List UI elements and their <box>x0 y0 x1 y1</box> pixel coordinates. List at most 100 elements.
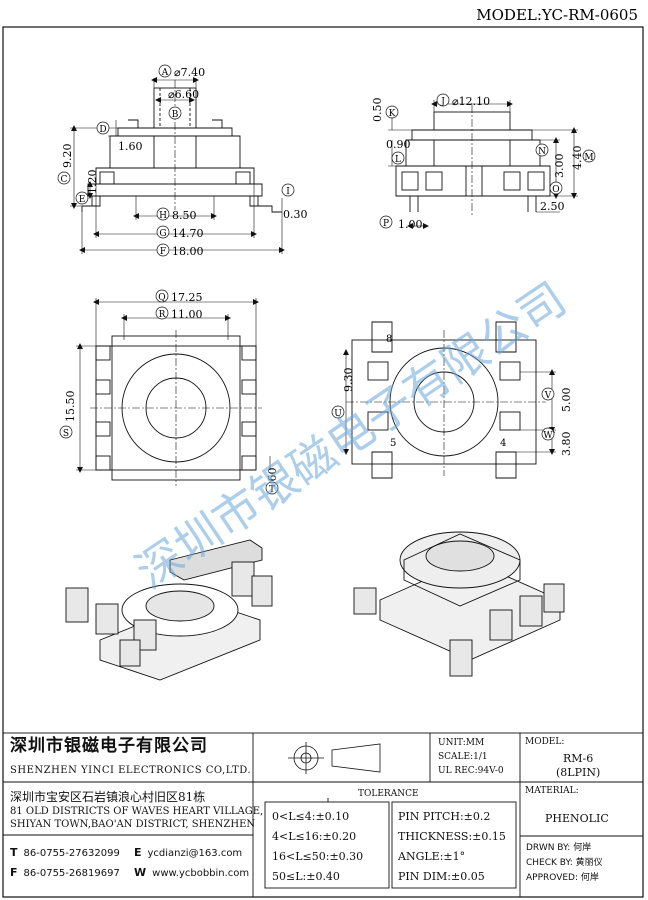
dim-h: H 8.50 <box>156 207 197 222</box>
email-label: E <box>134 846 142 859</box>
dim-m: 4.40 M <box>571 146 596 171</box>
plan-view-left <box>90 330 262 486</box>
tol-row-4: 50≤L:±0.40 <box>272 870 340 883</box>
side-view <box>395 105 551 215</box>
front-view-dimensions <box>70 77 285 254</box>
dim-t: 1.60 T <box>265 468 279 495</box>
dim-r: R 11.00 <box>155 306 203 321</box>
check-by: CHECK BY: 黄丽仪 <box>526 858 603 868</box>
title-block <box>2 732 644 898</box>
svg-text:0.90: 0.90 <box>386 138 411 151</box>
fax-label: F <box>10 866 18 879</box>
web-value: www.ycbobbin.com <box>152 868 250 879</box>
svg-text:N: N <box>538 147 546 157</box>
svg-text:O: O <box>552 185 559 195</box>
svg-text:F: F <box>160 247 166 257</box>
svg-text:9.20: 9.20 <box>61 144 74 169</box>
svg-text:K: K <box>389 109 396 119</box>
tol-row-3: 16<L≤50:±0.30 <box>272 850 364 863</box>
svg-text:P: P <box>383 219 389 229</box>
svg-text:V: V <box>544 391 552 401</box>
pin-8-label: 8 <box>386 334 392 345</box>
material-value: PHENOLIC <box>545 812 609 825</box>
spec-pin-dim: PIN DIM:±0.05 <box>398 870 485 883</box>
address-cn: 深圳市宝安区石岩镇浪心村旧区81栋 <box>10 790 206 804</box>
projection-symbol <box>288 742 381 774</box>
svg-text:3.00: 3.00 <box>553 154 566 179</box>
svg-text:T: T <box>269 485 275 495</box>
svg-text:⌀7.40: ⌀7.40 <box>174 66 205 79</box>
svg-text:R: R <box>159 310 166 320</box>
svg-text:5.00: 5.00 <box>560 388 573 413</box>
company-name-cn: 深圳市银磁电子有限公司 <box>10 736 208 756</box>
material-label: MATERIAL: <box>525 786 579 796</box>
dim-l: 0.90 L <box>386 138 411 165</box>
tol-row-2: 4<L≤16:±0.20 <box>272 830 357 843</box>
pin-5-label: 5 <box>390 438 396 449</box>
dim-c: C 9.20 <box>57 144 74 185</box>
tolerance-label: TOLERANCE <box>358 789 419 799</box>
address-en-2: SHIYAN TOWN,BAO'AN DISTRICT, SHENZHEN <box>10 819 256 830</box>
svg-text:S: S <box>63 429 69 439</box>
model-value: RM-6 <box>563 752 594 765</box>
dim-q: Q 17.25 <box>155 289 203 304</box>
dim-p: P 1.00 <box>379 215 423 231</box>
svg-text:B: B <box>172 110 179 120</box>
svg-text:⌀12.10: ⌀12.10 <box>452 95 490 108</box>
svg-text:1.00: 1.00 <box>398 218 423 231</box>
dim-e: E 1.20 <box>75 170 99 205</box>
svg-text:11.00: 11.00 <box>171 308 203 321</box>
svg-text:M: M <box>584 153 593 163</box>
dim-n: N 3.00 <box>535 143 566 179</box>
tel-label: T <box>10 846 18 859</box>
dim-g: G 14.70 <box>156 225 204 240</box>
svg-text:C: C <box>61 175 68 185</box>
tol-row-1: 0<L≤4:±0.10 <box>272 810 350 823</box>
svg-text:2.50: 2.50 <box>540 200 565 213</box>
svg-text:D: D <box>99 125 106 135</box>
svg-text:Q: Q <box>158 293 165 303</box>
unit: UNIT:MM <box>438 738 485 748</box>
email-value: ycdianzi@163.com <box>147 848 243 859</box>
company-name-en: SHENZHEN YINCI ELECTRONICS CO,LTD. <box>10 765 252 776</box>
model-subvalue: (8LPIN) <box>556 766 601 779</box>
dim-u: U 9.30 <box>331 368 355 419</box>
spec-thickness: THICKNESS:±0.15 <box>398 830 506 843</box>
spec-pin-pitch: PIN PITCH:±0.2 <box>398 810 491 823</box>
address-en-1: 81 OLD DISTRICTS OF WAVES HEART VILLAGE, <box>10 806 264 817</box>
svg-text:4.40: 4.40 <box>571 146 584 171</box>
pin-4-label: 4 <box>500 438 506 449</box>
svg-text:0.30: 0.30 <box>283 208 308 221</box>
dim-a: A ⌀7.40 <box>158 64 205 79</box>
svg-text:14.70: 14.70 <box>172 227 204 240</box>
dim-f: F 18.00 <box>156 243 204 258</box>
fax-value: 86-0755-26819697 <box>23 868 120 879</box>
iso-view-left <box>65 539 273 681</box>
dim-j: J ⌀12.10 <box>436 93 490 108</box>
model-header: MODEL:YC-RM-0605 <box>476 6 638 24</box>
svg-text:15.50: 15.50 <box>64 391 77 423</box>
dim-w: W 3.80 <box>541 427 573 457</box>
dim-k: 0.50 K <box>371 98 399 123</box>
scale: SCALE:1/1 <box>438 752 488 762</box>
drawn-by: DRWN BY: 何岸 <box>526 843 592 853</box>
svg-text:L: L <box>395 155 401 165</box>
svg-text:1.20: 1.20 <box>86 170 99 195</box>
svg-text:A: A <box>161 68 169 78</box>
svg-text:8.50: 8.50 <box>172 209 197 222</box>
dim-o: O 2.50 <box>540 181 565 213</box>
approved-by: APPROVED: 何岸 <box>526 873 599 883</box>
model-label: MODEL: <box>525 737 565 747</box>
web-label: W <box>134 866 147 879</box>
svg-text:3.80: 3.80 <box>560 432 573 457</box>
dim-s: S 15.50 <box>59 391 77 439</box>
svg-text:9.30: 9.30 <box>342 368 355 393</box>
svg-text:0.50: 0.50 <box>371 98 384 123</box>
ul-rec: UL REC:94V-0 <box>438 766 504 776</box>
spec-angle: ANGLE:±1° <box>398 850 466 863</box>
svg-text:G: G <box>159 229 166 239</box>
svg-text:18.00: 18.00 <box>172 245 204 258</box>
